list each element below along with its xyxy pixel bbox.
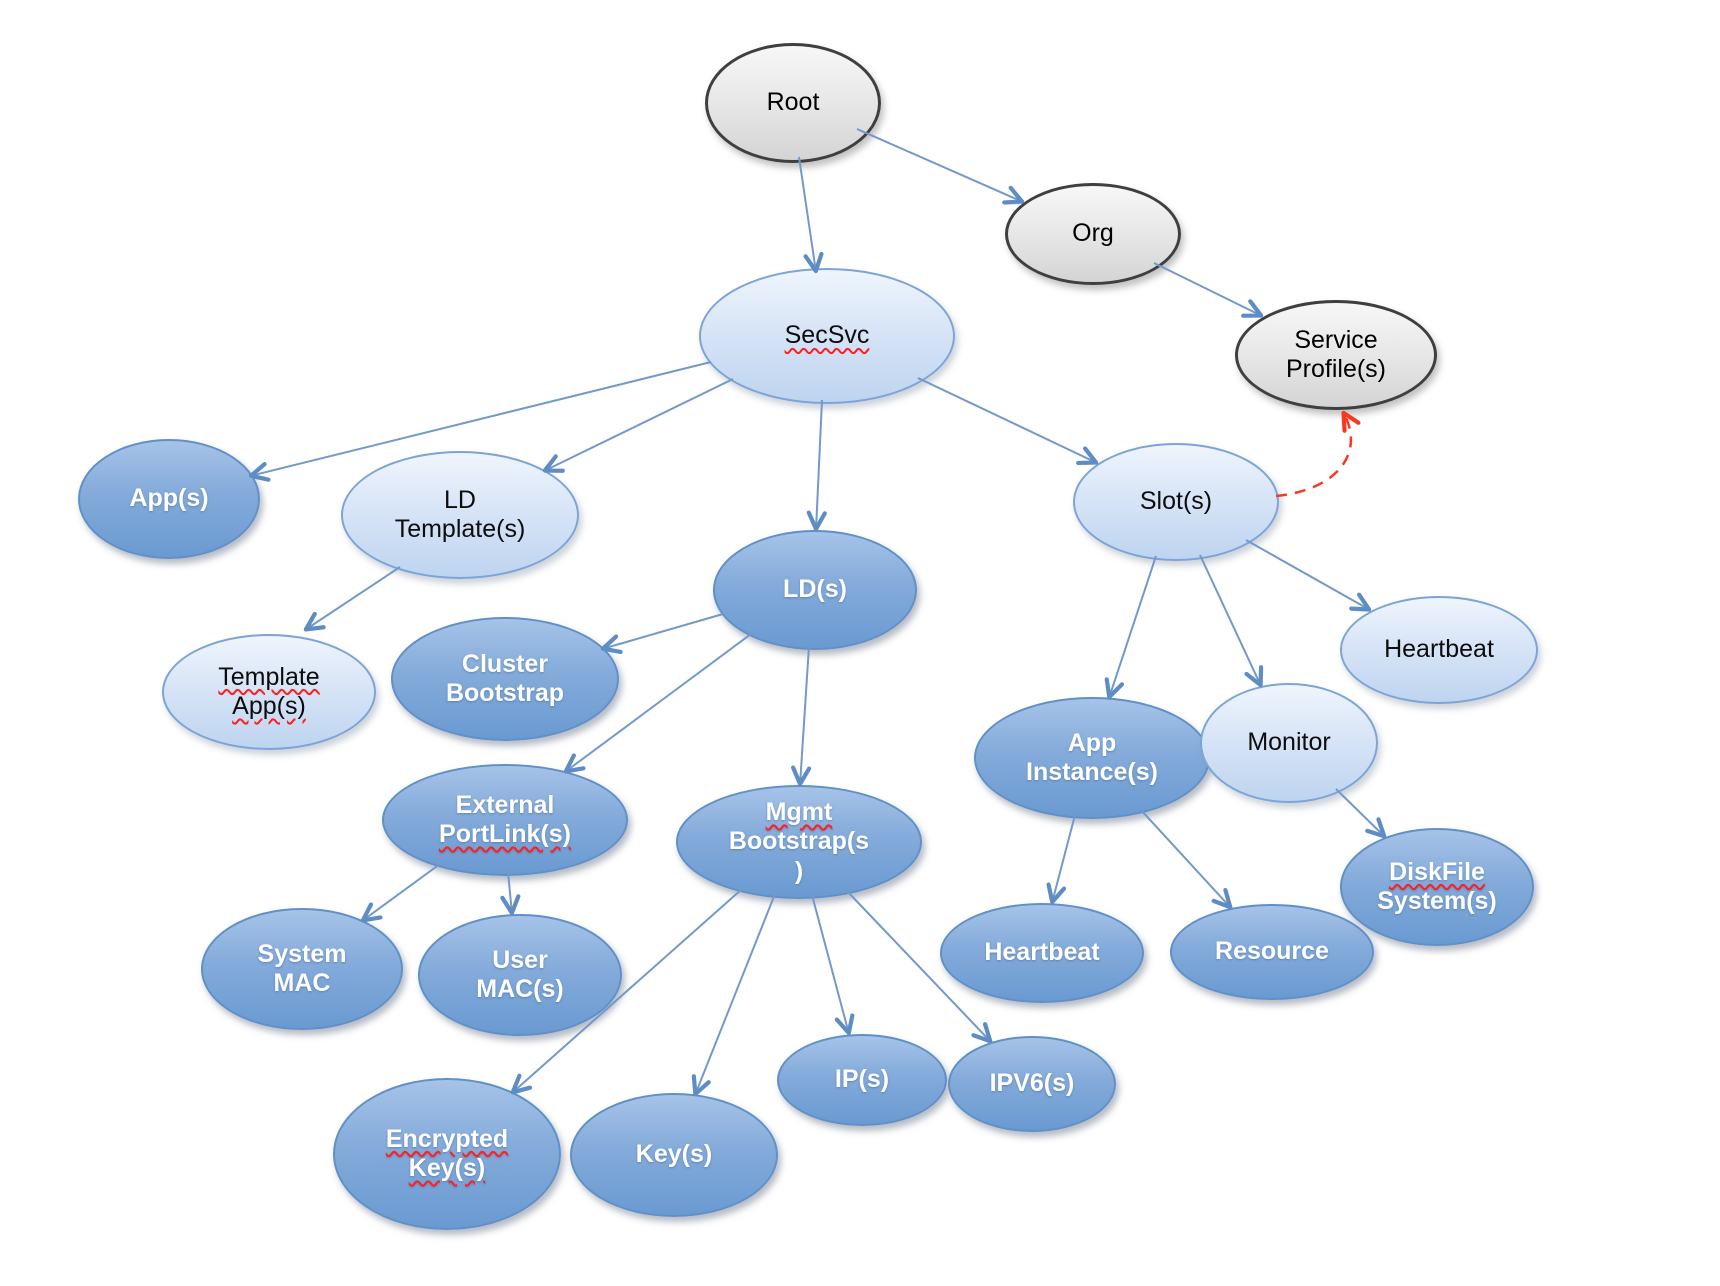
node-label-line: Bootstrap(s: [728, 827, 870, 856]
node-label-line: App(s): [129, 484, 209, 513]
node-label-line: Org: [1072, 219, 1114, 248]
node-label-line: Service: [1294, 325, 1378, 354]
edge-app-instances-heartbeat-bottom: [1046, 814, 1076, 905]
edge-mgmt-bootstraps-keys: [691, 893, 776, 1097]
node-external-portlinks[interactable]: External PortLink(s): [382, 764, 628, 876]
node-label-line: LD: [444, 485, 476, 514]
node-label-line: IPV6(s): [989, 1069, 1075, 1098]
node-secsvc[interactable]: SecSvc: [699, 268, 955, 404]
node-encrypted-keys[interactable]: Encrypted Key(s): [333, 1078, 561, 1230]
edge-slots-monitor: [1199, 554, 1264, 688]
node-label-line: ): [794, 856, 804, 885]
edge-root-secsvc: [798, 156, 824, 274]
node-label-line: Monitor: [1247, 728, 1331, 757]
node-label-line: User: [492, 945, 548, 974]
node-label-line: SecSvc: [784, 321, 870, 350]
node-label-line: Mgmt: [765, 797, 833, 826]
edge-external-portlinks-system-mac: [360, 863, 441, 923]
edge-slots-app-instances: [1104, 555, 1157, 700]
node-label-line: Instance(s): [1026, 758, 1158, 786]
edge-ld-templates-template-apps: [303, 566, 401, 632]
node-system-mac[interactable]: System MAC: [201, 908, 403, 1030]
edge-org-service-profiles: [1153, 262, 1264, 318]
node-label-line: App(s): [232, 692, 306, 720]
node-org[interactable]: Org: [1005, 183, 1181, 285]
node-label-line: DiskFile: [1389, 857, 1485, 886]
edge-slots-service-profiles-relation: [1275, 410, 1361, 498]
node-user-macs[interactable]: User MAC(s): [418, 914, 622, 1036]
node-label-line: Heartbeat: [1384, 635, 1494, 664]
edge-secsvc-lds: [806, 399, 827, 532]
node-ld-templates[interactable]: LD Template(s): [341, 451, 579, 579]
node-keys[interactable]: Key(s): [570, 1093, 778, 1217]
node-ips[interactable]: IP(s): [777, 1034, 947, 1126]
node-service-profiles[interactable]: Service Profile(s): [1235, 300, 1437, 410]
edge-lds-mgmt-bootstraps: [791, 645, 812, 787]
node-label-line: MAC(s): [476, 975, 564, 1003]
node-lds[interactable]: LD(s): [713, 530, 917, 650]
node-label-line: Template(s): [394, 515, 526, 543]
edge-monitor-diskfile-systems: [1335, 788, 1387, 839]
edge-secsvc-ld-templates: [542, 378, 734, 473]
node-label-line: Slot(s): [1139, 487, 1213, 516]
node-cluster-bootstrap[interactable]: Cluster Bootstrap: [391, 617, 619, 741]
edge-app-instances-resource: [1139, 808, 1233, 910]
node-app-instances[interactable]: App Instance(s): [974, 697, 1210, 819]
node-label-line: IP(s): [834, 1065, 890, 1094]
edge-slots-heartbeat-right: [1245, 539, 1372, 612]
node-label-line: Template: [218, 662, 320, 691]
node-label-line: Key(s): [635, 1140, 713, 1169]
node-slots[interactable]: Slot(s): [1073, 443, 1279, 561]
node-label-line: LD(s): [783, 575, 847, 604]
node-template-apps[interactable]: Template App(s): [162, 634, 376, 750]
edge-root-org: [856, 128, 1025, 205]
edge-mgmt-bootstraps-ips: [811, 894, 855, 1036]
node-monitor[interactable]: Monitor: [1200, 683, 1378, 803]
node-label-line: System: [257, 939, 347, 968]
node-label-line: Key(s): [408, 1154, 486, 1182]
node-label-line: External: [455, 790, 555, 819]
node-label-line: MAC: [273, 969, 331, 997]
node-label-line: Encrypted: [385, 1124, 509, 1153]
node-diskfile-systems[interactable]: DiskFile System(s): [1340, 828, 1534, 946]
node-label-line: Root: [766, 88, 820, 117]
node-heartbeat-bottom[interactable]: Heartbeat: [940, 903, 1144, 1003]
node-label-line: System(s): [1377, 887, 1497, 915]
node-label-line: Cluster: [461, 649, 549, 678]
node-label-line: Resource: [1215, 937, 1329, 966]
edge-secsvc-slots: [917, 377, 1099, 466]
node-apps[interactable]: App(s): [78, 439, 260, 559]
node-label-line: App: [1067, 728, 1117, 757]
edge-external-portlinks-user-macs: [500, 871, 521, 916]
node-heartbeat-right[interactable]: Heartbeat: [1340, 596, 1538, 704]
edge-lds-cluster-bootstrap: [600, 613, 724, 655]
node-resource[interactable]: Resource: [1170, 904, 1374, 1000]
node-root[interactable]: Root: [705, 43, 881, 163]
node-label-line: Heartbeat: [984, 938, 1100, 967]
node-ipv6s[interactable]: IPV6(s): [948, 1036, 1116, 1132]
node-label-line: Profile(s): [1285, 355, 1386, 383]
node-mgmt-bootstraps[interactable]: Mgmt Bootstrap(s ): [676, 785, 922, 899]
node-label-line: PortLink(s): [439, 820, 571, 848]
node-label-line: Bootstrap: [445, 679, 565, 707]
